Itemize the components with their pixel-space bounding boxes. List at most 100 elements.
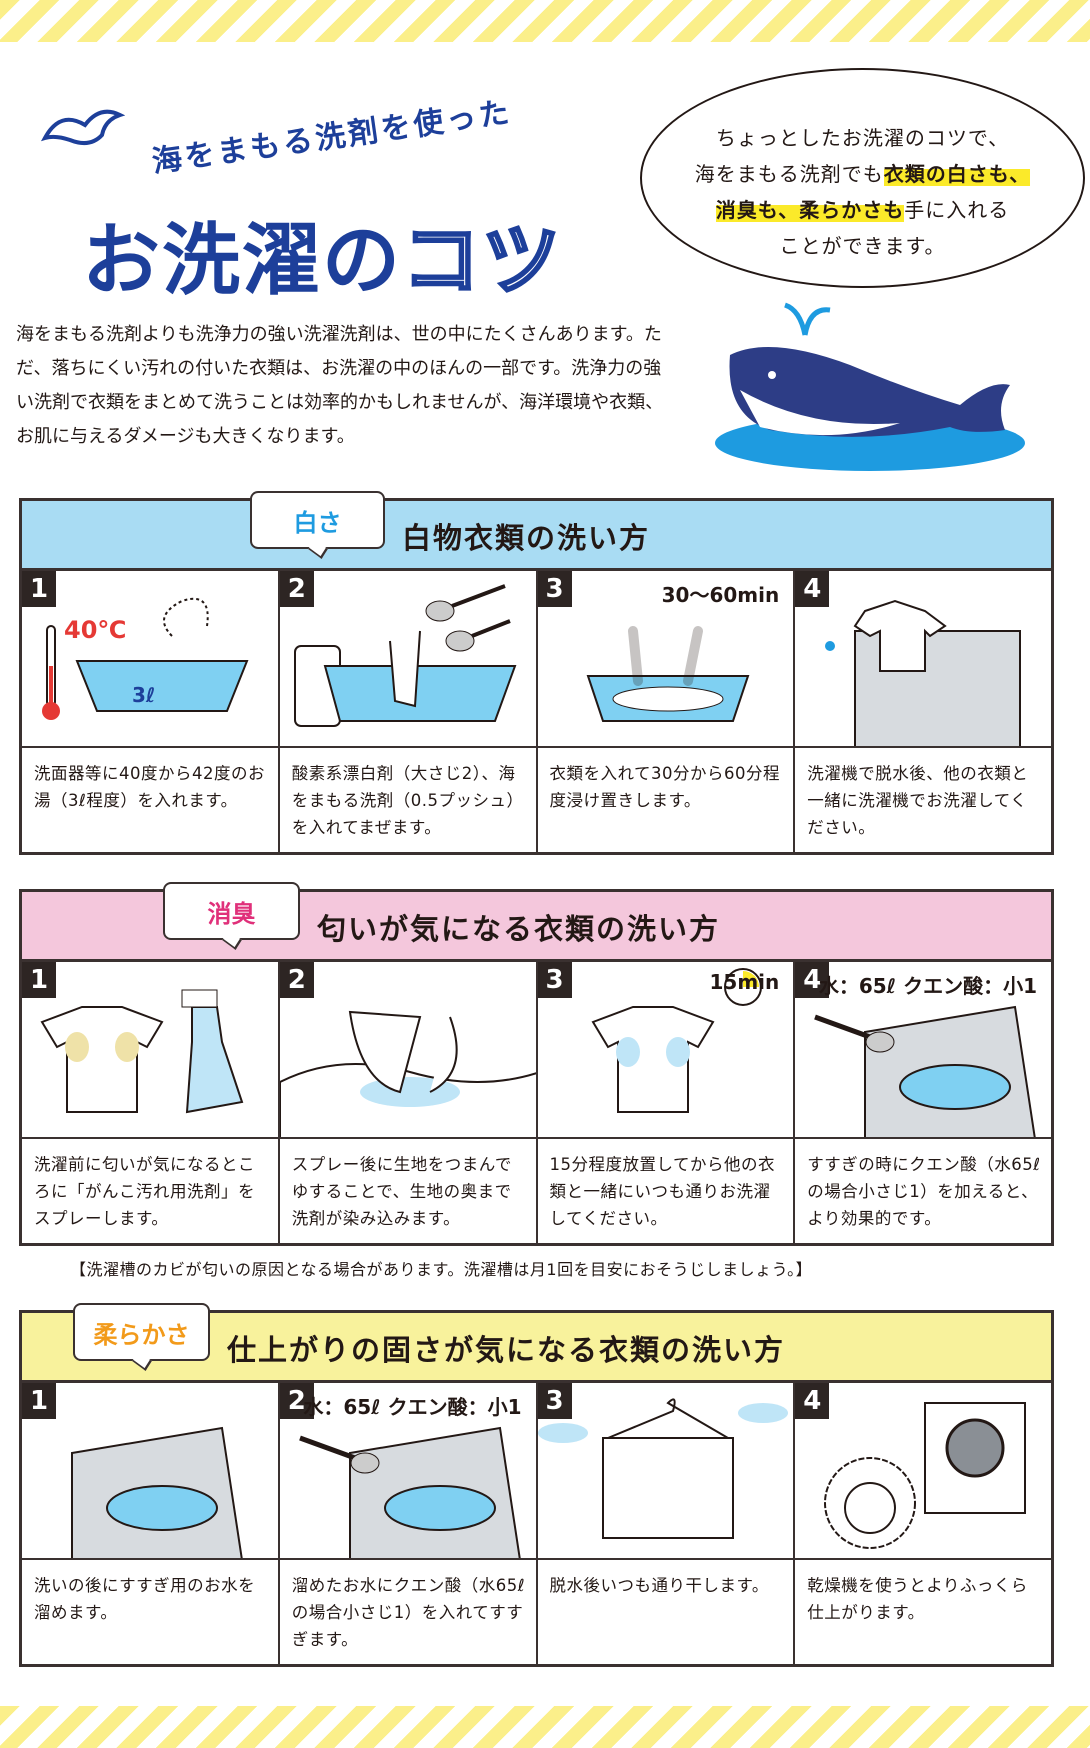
step-text: 乾燥機を使うとよりふっくら仕上がります。 [807, 1576, 1028, 1622]
step-number: 1 [22, 962, 56, 998]
section-header: 白さ 白物衣類の洗い方 [22, 491, 1051, 571]
step-text: 溜めたお水にクエン酸（水65ℓの場合小さじ1）を入れてすすぎます。 [291, 1576, 526, 1649]
washing-machine-shirt-icon [825, 599, 1022, 746]
step-illustration: 2 [279, 571, 536, 748]
basin-thermometer-icon [42, 597, 249, 720]
section-header: 消臭 匂いが気になる衣類の洗い方 [22, 882, 1051, 962]
bubble-highlight: 消臭も、柔らかさも [715, 198, 905, 222]
step-cell: 4 洗濯機で脱水後、他の衣類と一緒に洗濯機でお洗濯してください。 [795, 571, 1051, 852]
step-number: 2 [279, 1383, 314, 1419]
step-cell: 4 乾燥機を使うとよりふっくら仕上がります。 [795, 1383, 1051, 1664]
hands-rub-icon [279, 1010, 536, 1137]
steps-row: 1 洗濯前に匂いが気になるところに「がんこ汚れ用洗剤」をスプレーします。 2 ス… [22, 962, 1051, 1243]
washing-machine-icon [71, 1426, 243, 1558]
bubble-text: ちょっとしたお洗濯のコツで、 海をまもる洗剤でも衣類の白さも、 消臭も、柔らかさ… [650, 120, 1075, 264]
step-number: 4 [795, 571, 830, 607]
whale-illustration [715, 302, 1025, 471]
top-stripe [0, 0, 1090, 42]
intro-text: 海をまもる洗剤よりも洗浄力の強い洗濯洗剤は、世の中にたくさんあります。ただ、落ち… [16, 324, 664, 447]
bubble-highlight: 衣類の白さも、 [883, 162, 1031, 186]
note-text: 【洗濯槽のカビが匂いの原因となる場合があります。洗濯槽は月1回を目安におそうじし… [70, 1260, 813, 1279]
step-text: 洗面器等に40度から42度のお湯（3ℓ程度）を入れます。 [34, 764, 265, 810]
section-1: 白さ 白物衣類の洗い方 1 40℃ 3ℓ 洗面器等に40度から42度のお湯（3ℓ… [19, 491, 1054, 855]
bubble-segment: 手に入れる [904, 198, 1010, 222]
step-number: 2 [279, 962, 314, 998]
section-title: 仕上がりの固さが気になる衣類の洗い方 [227, 1333, 786, 1367]
step-illustration: 4 水：65ℓ クエン酸：小1 [795, 962, 1051, 1139]
section-title: 匂いが気になる衣類の洗い方 [317, 912, 721, 946]
step-text: 洗濯前に匂いが気になるところに「がんこ汚れ用洗剤」をスプレーします。 [34, 1155, 255, 1228]
step-cell: 4 水：65ℓ クエン酸：小1 すすぎの時にクエン酸（水65ℓの場合小さじ1）を… [795, 962, 1051, 1243]
step-cell: 3 30〜60min 衣類を入れて30分から60分程度浸け置きします。 [537, 571, 796, 852]
bottom-stripe [0, 1706, 1090, 1748]
step-illustration: 1 40℃ 3ℓ [22, 571, 278, 748]
bubble-line: 海をまもる洗剤でも衣類の白さも、 [650, 156, 1075, 192]
step-cell: 2 スプレー後に生地をつまんでゆすることで、生地の奥まで洗剤が染み込みます。 [279, 962, 538, 1243]
step-number: 3 [537, 1383, 572, 1419]
step-text: すすぎの時にクエン酸（水65ℓの場合小さじ1）を加えると、より効果的です。 [807, 1155, 1041, 1228]
step-cell: 1 40℃ 3ℓ 洗面器等に40度から42度のお湯（3ℓ程度）を入れます。 [22, 571, 280, 852]
bubble-line: 消臭も、柔らかさも手に入れる [650, 192, 1075, 228]
section-tab: 消臭 [163, 882, 300, 940]
bottle-spoon-hand-icon [293, 584, 517, 727]
step-illustration: 1 [22, 1383, 278, 1560]
bubble-line: ことができます。 [779, 234, 946, 258]
step-cell: 1 洗濯前に匂いが気になるところに「がんこ汚れ用洗剤」をスプレーします。 [22, 962, 280, 1243]
step-text: 洗いの後にすすぎ用のお水を溜めます。 [34, 1576, 256, 1622]
shirt-spray-icon [40, 989, 244, 1114]
step-caption: 水：65ℓ クエン酸：小1 [818, 974, 1037, 998]
bubble-segment: 海をまもる洗剤でも [694, 162, 884, 186]
step-number: 2 [279, 571, 314, 607]
step-number: 1 [22, 571, 56, 607]
washing-machine-spoon-icon [298, 1426, 521, 1558]
step-cell: 2 酸素系漂白剤（大さじ2）、海をまもる洗剤（0.5プッシュ）を入れてまぜます。 [279, 571, 538, 852]
section-tab: 白さ [250, 491, 385, 549]
step-cell: 3 脱水後いつも通り干します。 [537, 1383, 796, 1664]
step-caption: 水：65ℓ クエン酸：小1 [303, 1395, 522, 1419]
section-2: 消臭 匂いが気になる衣類の洗い方 1 洗濯前に匂いが気になるところに「がんこ汚れ… [19, 882, 1054, 1246]
step-caption: 15min [709, 970, 780, 994]
soak-timer-icon [586, 626, 749, 722]
step-text: 脱水後いつも通り干します。 [549, 1576, 769, 1595]
step-illustration: 3 15min [537, 962, 794, 1139]
step-number: 1 [22, 1383, 56, 1419]
step-number: 4 [795, 962, 830, 998]
step-number: 3 [537, 962, 572, 998]
title-accent: コツ [401, 215, 563, 308]
seagull-icon [40, 109, 125, 146]
step-number: 3 [537, 571, 572, 607]
page-title: お洗濯のコツ [82, 198, 562, 310]
step-text: 15分程度放置してから他の衣類と一緒にいつも通りお洗濯してください。 [549, 1155, 776, 1228]
step-caption: 40℃ [64, 616, 127, 644]
washing-machine-spoon-icon [814, 1005, 1036, 1137]
step-cell: 1 洗いの後にすすぎ用のお水を溜めます。 [22, 1383, 280, 1664]
steps-row: 1 40℃ 3ℓ 洗面器等に40度から42度のお湯（3ℓ程度）を入れます。 2 … [22, 571, 1051, 852]
dryer-girl-icon [824, 1402, 1027, 1549]
shirt-timer-icon [591, 968, 762, 1113]
section-header: 柔らかさ 仕上がりの固さが気になる衣類の洗い方 [22, 1303, 1051, 1383]
step-illustration: 4 [795, 1383, 1051, 1560]
step-caption: 30〜60min [661, 583, 780, 607]
step-cell: 3 15min 15分程度放置してから他の衣類と一緒にいつも通りお洗濯してくださ… [537, 962, 796, 1243]
step-illustration: 3 [537, 1383, 794, 1560]
step-text: 洗濯機で脱水後、他の衣類と一緒に洗濯機でお洗濯してください。 [807, 764, 1029, 837]
section-tab: 柔らかさ [73, 1303, 210, 1361]
subtitle: 海をまもる洗剤を使った [149, 94, 515, 181]
step-illustration: 1 [22, 962, 278, 1139]
towel-hanger-icon [537, 1398, 788, 1539]
step-number: 4 [795, 1383, 830, 1419]
step-caption-volume: 3ℓ [132, 683, 156, 707]
step-text: 酸素系漂白剤（大さじ2）、海をまもる洗剤（0.5プッシュ）を入れてまぜます。 [291, 764, 524, 837]
step-illustration: 2 水：65ℓ クエン酸：小1 [279, 1383, 536, 1560]
step-text: スプレー後に生地をつまんでゆすることで、生地の奥まで洗剤が染み込みます。 [291, 1155, 512, 1228]
steps-row: 1 洗いの後にすすぎ用のお水を溜めます。 2 水：65ℓ クエン酸：小1 溜めた… [22, 1383, 1051, 1664]
step-illustration: 4 [795, 571, 1051, 748]
step-illustration: 3 30〜60min [537, 571, 794, 748]
step-illustration: 2 [279, 962, 536, 1139]
step-text: 衣類を入れて30分から60分程度浸け置きします。 [549, 764, 780, 810]
section-3: 柔らかさ 仕上がりの固さが気になる衣類の洗い方 1 洗いの後にすすぎ用のお水を溜… [19, 1303, 1054, 1667]
title-main: お洗濯の [82, 216, 403, 306]
step-cell: 2 水：65ℓ クエン酸：小1 溜めたお水にクエン酸（水65ℓの場合小さじ1）を… [279, 1383, 538, 1664]
section-title: 白物衣類の洗い方 [402, 521, 651, 555]
bubble-line: ちょっとしたお洗濯のコツで、 [715, 126, 1010, 150]
